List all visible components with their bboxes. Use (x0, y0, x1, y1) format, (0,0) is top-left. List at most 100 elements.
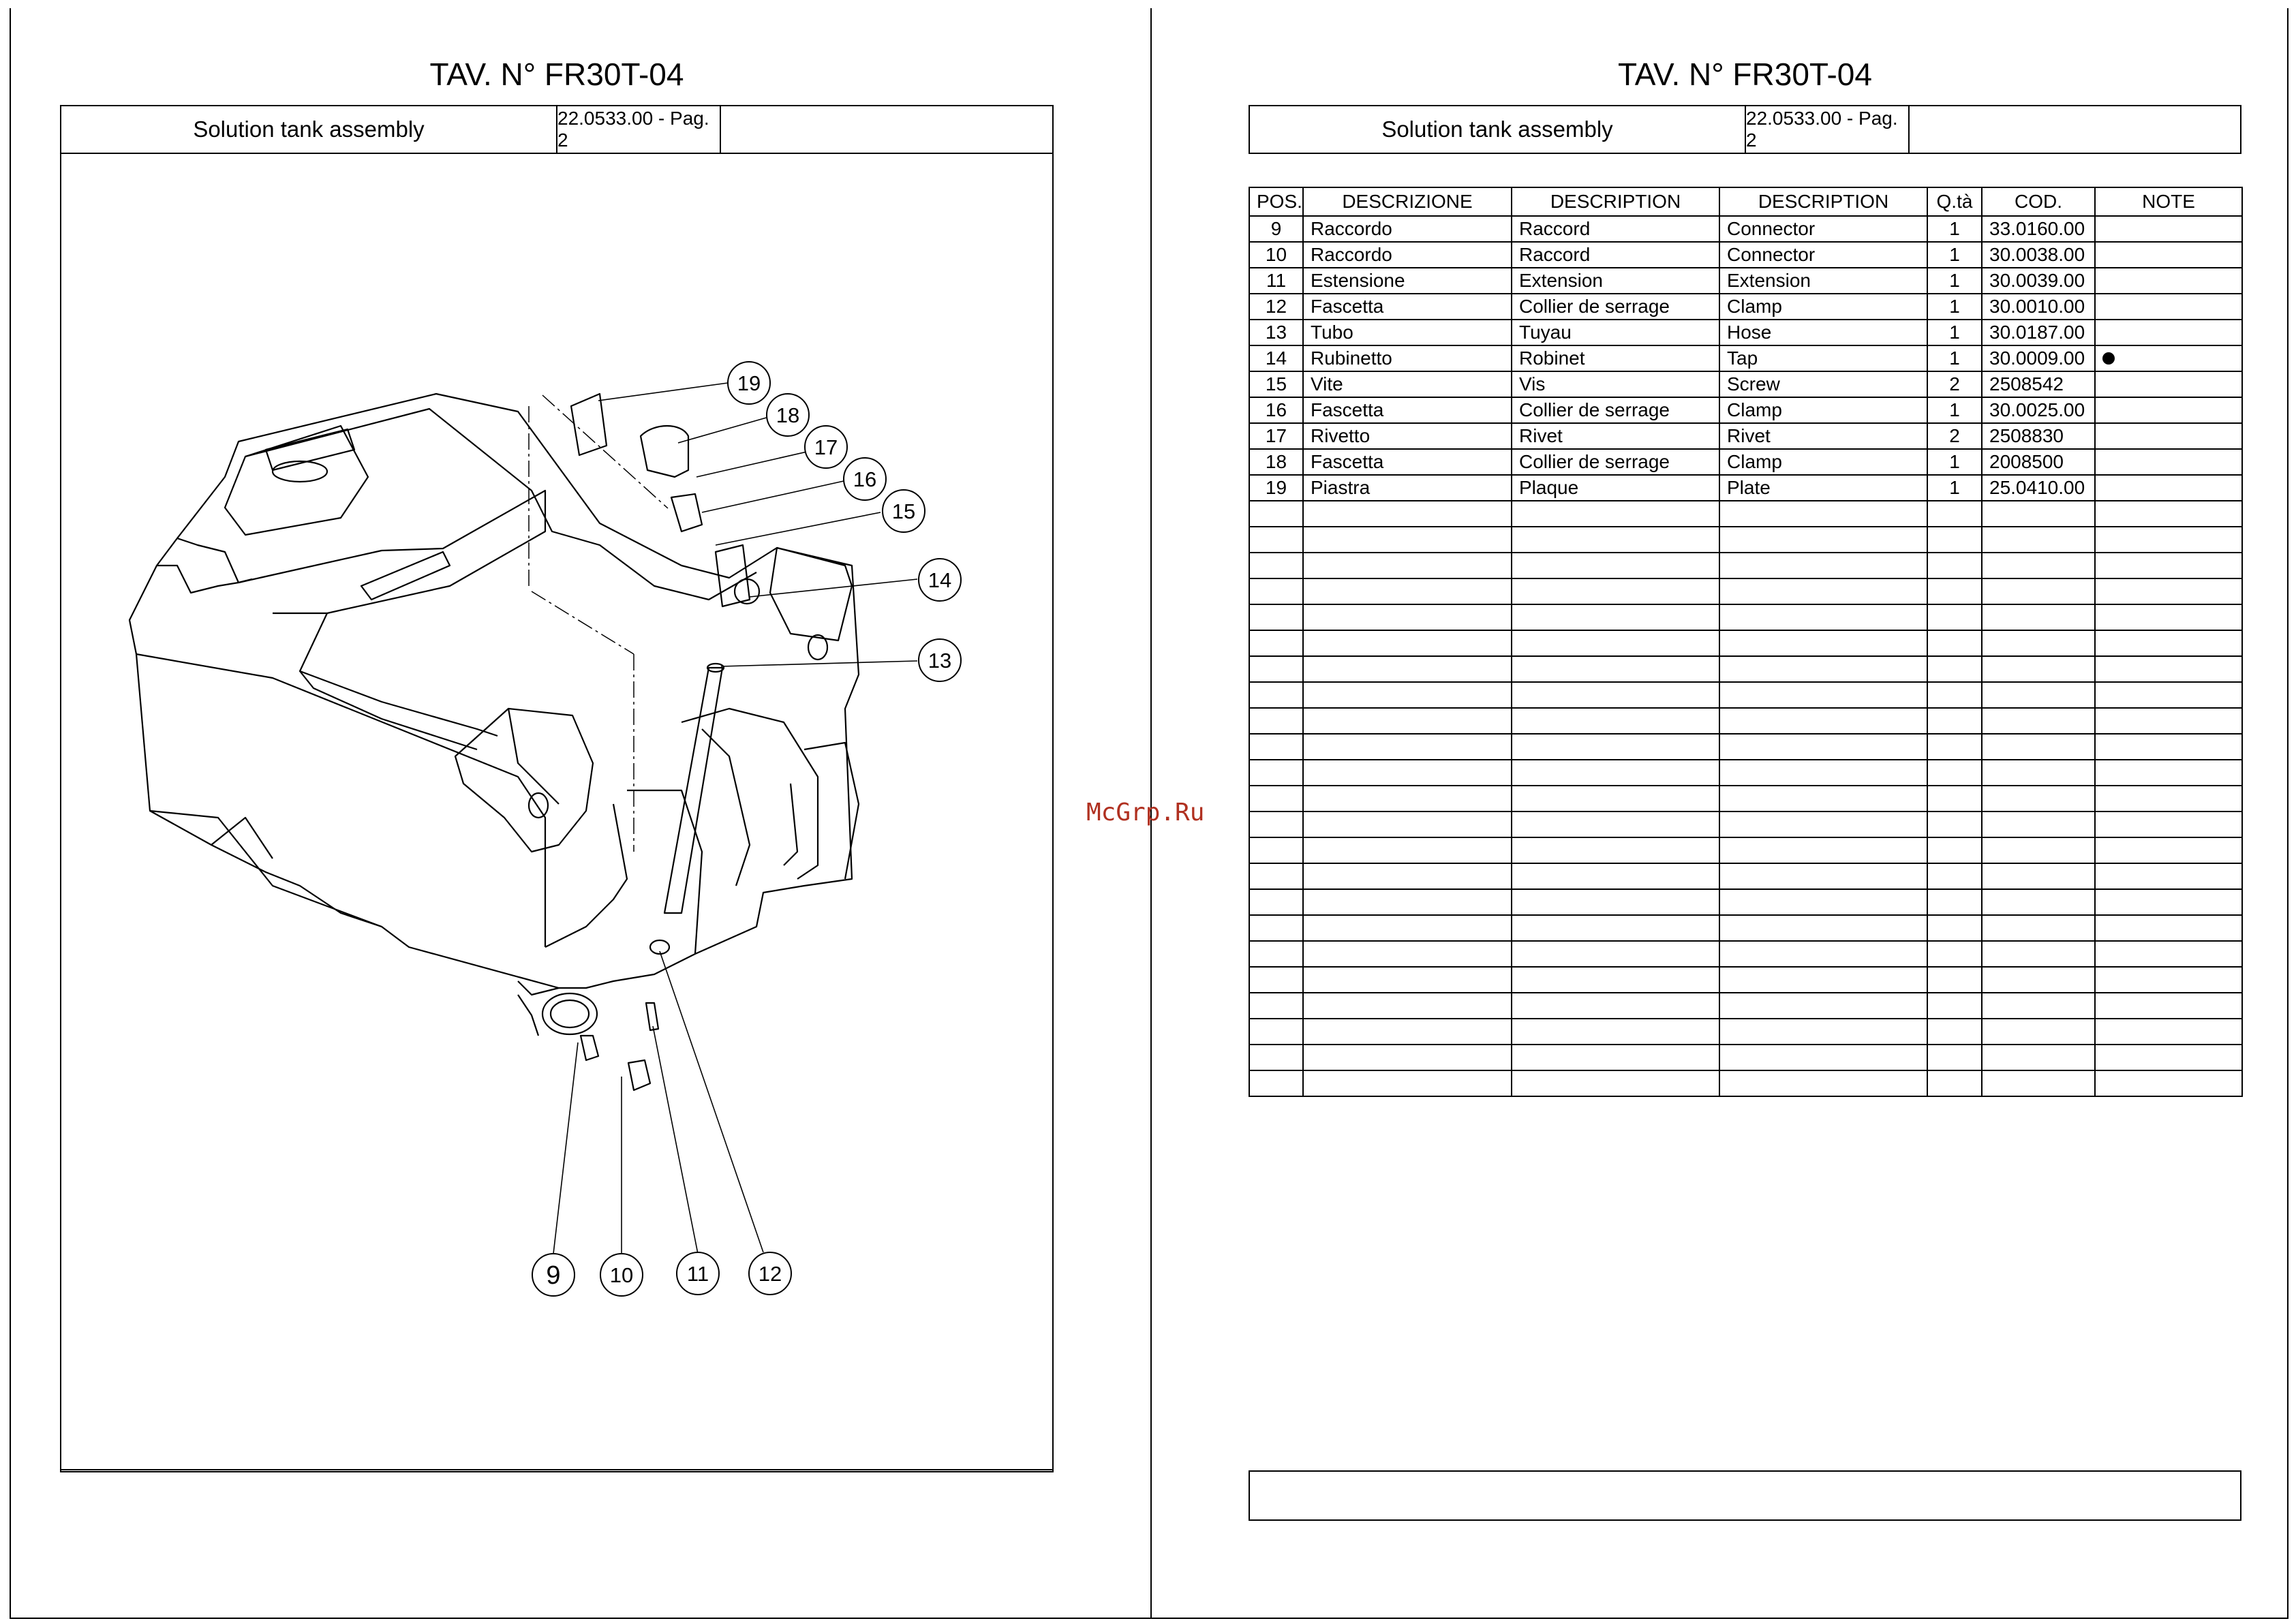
empty-cell (1981, 681, 2096, 709)
row-description-en: Rivet (1719, 422, 1928, 450)
empty-cell (2094, 500, 2243, 527)
row-code: 30.0009.00 (1981, 345, 2096, 372)
note-bullet-icon (2102, 352, 2115, 365)
empty-cell (2094, 837, 2243, 864)
empty-cell (1719, 837, 1928, 864)
col-header-descrizione: DESCRIZIONE (1302, 187, 1512, 217)
empty-cell (1302, 707, 1512, 735)
empty-table-row (1249, 940, 2243, 968)
empty-cell (1302, 630, 1512, 657)
empty-cell (1302, 604, 1512, 631)
empty-cell (2094, 707, 2243, 735)
left-page-title: TAV. N° FR30T-04 (429, 57, 684, 92)
col-header-description-fr: DESCRIPTION (1511, 187, 1720, 217)
empty-table-row (1249, 1018, 2243, 1045)
row-qty: 1 (1927, 319, 1983, 346)
row-pos: 19 (1249, 474, 1304, 501)
empty-cell (1981, 630, 2096, 657)
empty-cell (1511, 630, 1720, 657)
row-description-fr: Extension (1511, 267, 1720, 294)
empty-cell (1719, 992, 1928, 1019)
svg-text:17: 17 (814, 435, 838, 459)
empty-cell (1927, 500, 1983, 527)
empty-cell (1719, 604, 1928, 631)
empty-cell (2094, 966, 2243, 993)
empty-cell (1927, 966, 1983, 993)
row-qty: 1 (1927, 474, 1983, 501)
empty-cell (1511, 759, 1720, 786)
row-qty: 2 (1927, 422, 1983, 450)
left-header-box: Solution tank assembly 22.0533.00 - Pag.… (60, 105, 1054, 154)
empty-cell (1927, 552, 1983, 579)
row-descrizione: Piastra (1302, 474, 1512, 501)
empty-cell (1981, 759, 2096, 786)
empty-table-row (1249, 552, 2243, 579)
empty-cell (1249, 837, 1304, 864)
empty-cell (1249, 863, 1304, 890)
empty-cell (1719, 526, 1928, 553)
row-note (2094, 345, 2243, 372)
row-descrizione: Raccordo (1302, 215, 1512, 243)
row-description-fr: Plaque (1511, 474, 1720, 501)
row-code: 30.0010.00 (1981, 293, 2096, 320)
left-header-ref: 22.0533.00 - Pag. 2 (556, 106, 720, 153)
empty-cell (2094, 630, 2243, 657)
empty-cell (1927, 630, 1983, 657)
empty-cell (1719, 681, 1928, 709)
row-description-fr: Collier de serrage (1511, 293, 1720, 320)
row-description-fr: Collier de serrage (1511, 397, 1720, 424)
empty-cell (1249, 759, 1304, 786)
empty-cell (1719, 966, 1928, 993)
empty-cell (1511, 733, 1720, 760)
empty-cell (1927, 578, 1983, 605)
col-header-qty: Q.tà (1927, 187, 1983, 217)
empty-cell (1511, 785, 1720, 812)
row-descrizione: Estensione (1302, 267, 1512, 294)
empty-cell (1302, 759, 1512, 786)
empty-cell (1302, 655, 1512, 683)
row-qty: 1 (1927, 448, 1983, 476)
row-code: 30.0039.00 (1981, 267, 2096, 294)
row-description-fr: Raccord (1511, 241, 1720, 268)
empty-table-row (1249, 863, 2243, 890)
empty-cell (1511, 604, 1720, 631)
empty-cell (1927, 914, 1983, 942)
empty-cell (1927, 655, 1983, 683)
empty-cell (2094, 1018, 2243, 1045)
row-pos: 16 (1249, 397, 1304, 424)
empty-cell (1249, 578, 1304, 605)
empty-cell (1511, 888, 1720, 916)
callout-17: 17 (804, 425, 848, 469)
callout-11: 11 (676, 1252, 720, 1295)
row-description-fr: Rivet (1511, 422, 1720, 450)
parts-table-header-row: POS. DESCRIZIONE DESCRIPTION DESCRIPTION… (1249, 187, 2243, 217)
empty-cell (1302, 837, 1512, 864)
empty-cell (1927, 604, 1983, 631)
col-header-description-en: DESCRIPTION (1719, 187, 1928, 217)
empty-cell (1249, 888, 1304, 916)
empty-cell (1981, 811, 2096, 838)
empty-cell (1981, 1018, 2096, 1045)
empty-cell (1719, 1070, 1928, 1097)
empty-table-row (1249, 578, 2243, 605)
row-description-en: Clamp (1719, 448, 1928, 476)
empty-cell (1719, 578, 1928, 605)
empty-cell (1511, 837, 1720, 864)
row-code: 2008500 (1981, 448, 2096, 476)
empty-table-row (1249, 655, 2243, 683)
empty-cell (1249, 604, 1304, 631)
row-descrizione: Rubinetto (1302, 345, 1512, 372)
row-note (2094, 448, 2243, 476)
empty-cell (1981, 578, 2096, 605)
empty-cell (1927, 837, 1983, 864)
left-footer-line (60, 1469, 1054, 1470)
row-qty: 1 (1927, 345, 1983, 372)
empty-cell (1927, 940, 1983, 968)
empty-table-row (1249, 966, 2243, 993)
empty-cell (1249, 1018, 1304, 1045)
row-note (2094, 422, 2243, 450)
empty-table-row (1249, 914, 2243, 942)
empty-cell (1719, 733, 1928, 760)
